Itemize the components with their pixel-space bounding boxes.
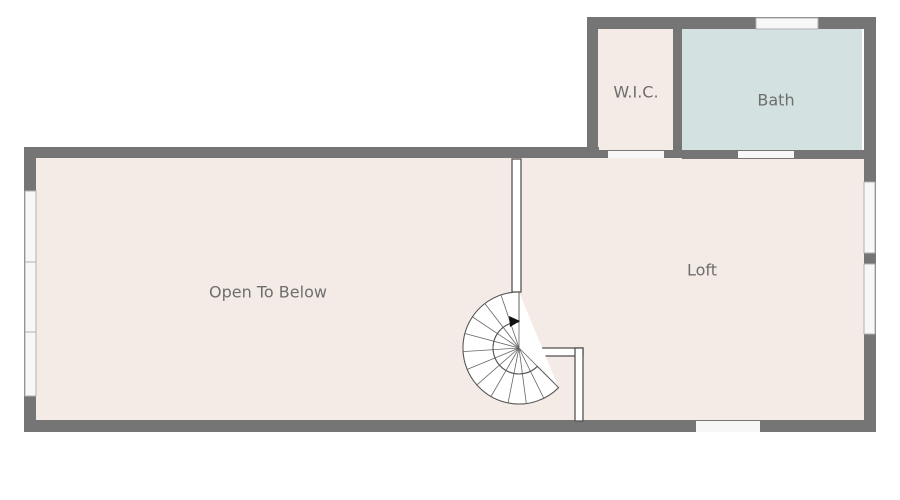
- floor-bath: [682, 29, 862, 150]
- room-label-bath: Bath: [757, 91, 794, 110]
- wall-bottom: [24, 420, 876, 432]
- stair-railing-vertical: [574, 347, 584, 422]
- opening-loft-bottom: [696, 421, 760, 432]
- stair-inner-edge: [492, 321, 538, 375]
- wall-top-upper: [587, 17, 876, 29]
- wall-interior: [511, 158, 522, 293]
- room-label-wic: W.I.C.: [613, 83, 658, 102]
- stair-tread-line: [518, 347, 527, 404]
- stair-tread-line: [518, 347, 545, 399]
- window-bath-top: [755, 17, 819, 30]
- stair-tread-line: [463, 347, 520, 353]
- room-label-loft: Loft: [687, 261, 717, 280]
- window-left-1: [24, 190, 37, 263]
- window-left-2: [24, 261, 37, 333]
- window-right-1: [863, 181, 876, 254]
- windows: [24, 17, 876, 432]
- stair-tread-line: [476, 347, 520, 386]
- floors: [36, 29, 864, 420]
- window-right-2: [863, 263, 876, 335]
- door-wic: [608, 151, 664, 158]
- stair-tread-line: [467, 347, 520, 370]
- wall-top-main: [24, 147, 599, 158]
- wall-wic-bath: [673, 17, 682, 158]
- stair-direction-arrow: [509, 316, 520, 327]
- stair-tread-line: [484, 303, 520, 349]
- stair-tread-line: [518, 347, 559, 388]
- wall-upper-left: [587, 17, 598, 158]
- spiral-staircase: [462, 291, 560, 405]
- window-left-3: [24, 331, 37, 397]
- stair-tread-line: [472, 316, 520, 349]
- door-bath: [738, 151, 794, 158]
- room-label-open-to-below: Open To Below: [209, 283, 327, 302]
- stair-tread-line: [490, 347, 520, 397]
- stair-tread-line: [507, 347, 520, 404]
- floor-wic: [598, 29, 673, 158]
- floor-main: [36, 158, 864, 420]
- stair-tread-line: [464, 333, 520, 349]
